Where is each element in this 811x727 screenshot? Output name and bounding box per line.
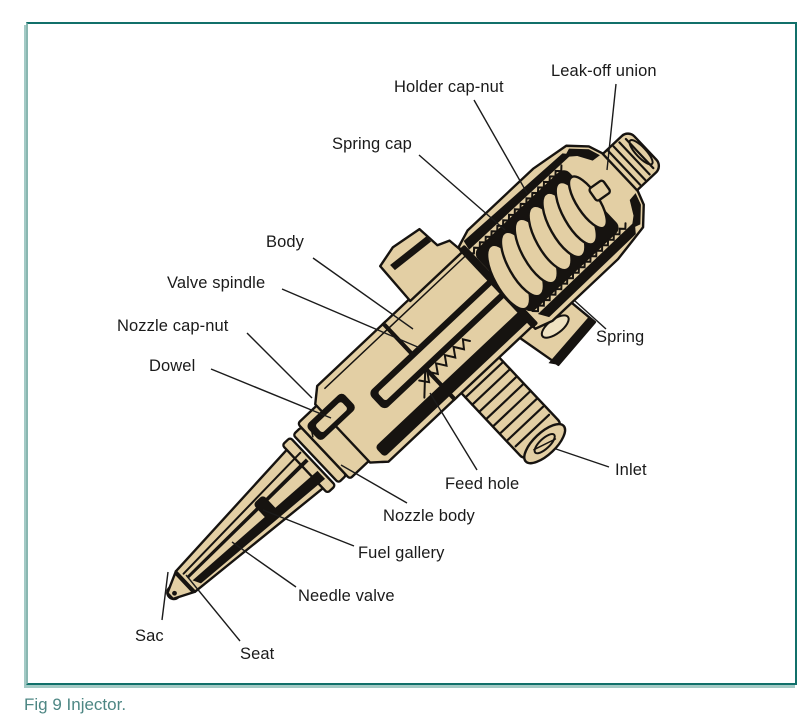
- label-valve-spindle: Valve spindle: [167, 274, 266, 292]
- leader-leak-off-union: [606, 83, 617, 171]
- feed-hole-passage: [423, 371, 427, 399]
- label-leak-off-union: Leak-off union: [551, 62, 657, 80]
- leader-nozzle-cap-nut: [246, 332, 313, 399]
- inlet-stud: [457, 352, 567, 465]
- leader-holder-cap-nut: [473, 99, 528, 194]
- nozzle-cutaway-detail: [172, 451, 326, 596]
- label-feed-hole: Feed hole: [445, 475, 520, 493]
- sac-detail: [172, 590, 177, 596]
- leader-spring-cap: [418, 154, 506, 231]
- leader-seat: [185, 574, 241, 642]
- leader-feed-hole: [429, 392, 478, 471]
- label-needle-valve: Needle valve: [298, 587, 395, 605]
- label-spring-cap: Spring cap: [332, 135, 412, 153]
- leader-fuel-gallery: [262, 509, 355, 547]
- injector-illustration: [166, 132, 661, 601]
- label-fuel-gallery: Fuel gallery: [358, 544, 445, 562]
- label-holder-cap-nut: Holder cap-nut: [394, 78, 504, 96]
- leader-sac: [161, 571, 169, 621]
- leader-inlet: [555, 448, 610, 468]
- figure-caption: Fig 9 Injector.: [24, 695, 127, 714]
- leader-valve-spindle: [281, 288, 421, 349]
- leader-nozzle-body: [340, 464, 408, 504]
- label-nozzle-body: Nozzle body: [383, 507, 475, 525]
- label-dowel: Dowel: [149, 357, 196, 375]
- flange-slot: [390, 236, 432, 271]
- leader-body: [312, 257, 414, 330]
- leader-lines: [161, 83, 617, 642]
- leader-spring: [574, 300, 607, 330]
- leader-needle-valve: [231, 541, 297, 588]
- fuel-gallery-detail: [254, 496, 280, 522]
- label-inlet: Inlet: [615, 461, 647, 479]
- label-sac: Sac: [135, 627, 164, 645]
- figure-frame: [26, 22, 797, 685]
- leader-dowel: [210, 368, 332, 419]
- label-spring: Spring: [596, 328, 645, 346]
- label-nozzle-cap-nut: Nozzle cap-nut: [117, 317, 229, 335]
- spring-cap-stud: [588, 179, 611, 202]
- label-seat: Seat: [240, 645, 275, 663]
- dowel-pin: [313, 399, 350, 435]
- seat-detail: [174, 573, 194, 593]
- body-cutaway-detail: [307, 236, 529, 456]
- label-body: Body: [266, 233, 305, 251]
- spring-chamber: [459, 148, 641, 328]
